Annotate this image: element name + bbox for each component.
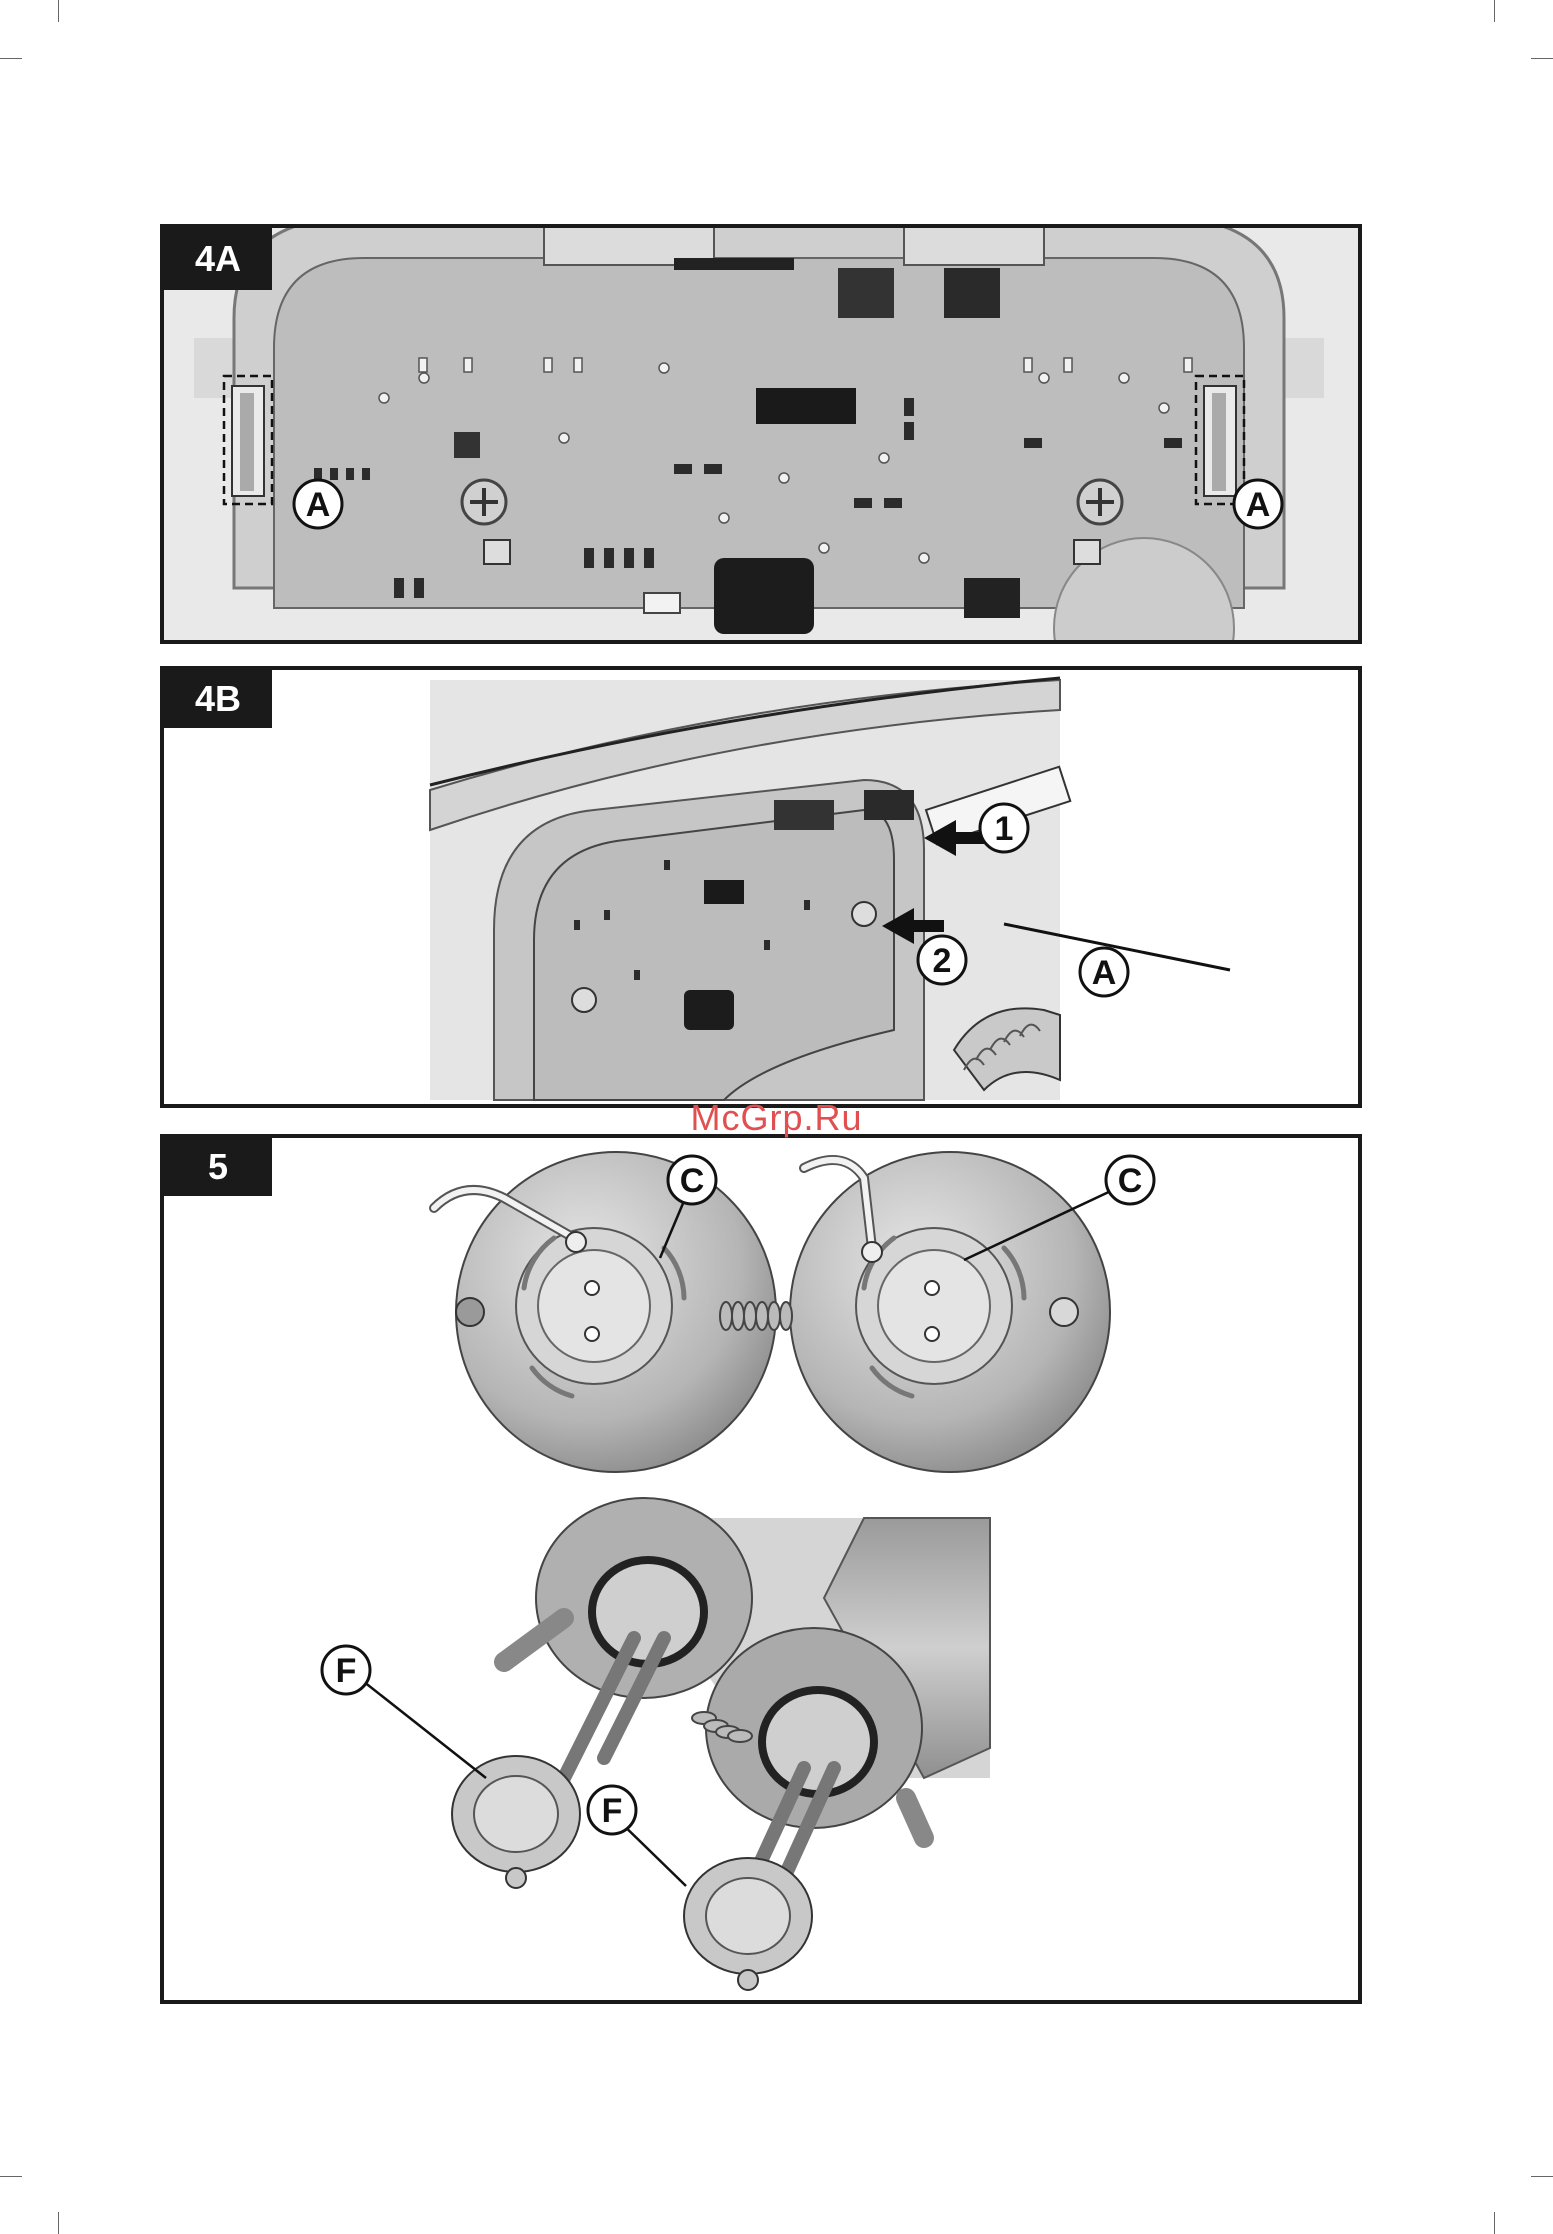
crop-mark [1494,2212,1495,2234]
callout-label: 2 [933,942,952,980]
crop-mark [1531,2176,1553,2177]
panel-tag: 5 [164,1138,272,1196]
callout-label: 1 [995,810,1014,848]
callout-label: A [1246,486,1271,524]
callout-label: F [336,1652,357,1690]
callout-label: A [306,486,331,524]
watermark: McGrp.Ru [0,1097,1553,1139]
callout-label: F [602,1792,623,1830]
panel-tag: 4A [164,228,272,290]
panel-5: 5 [160,1134,1362,2004]
callout-label: A [1092,954,1117,992]
callout-label: C [1118,1162,1143,1200]
crop-mark [0,58,22,59]
callout-label: C [680,1162,705,1200]
panel-tag: 4B [164,670,272,728]
crop-mark [0,2176,22,2177]
crop-mark [1494,0,1495,22]
crop-mark [58,2212,59,2234]
panel-4b: 4B 1 2 A [160,666,1362,1108]
circuit-board-illustration: A A [164,228,1358,640]
tank-heating-element-illustration: C C F F [164,1138,1358,2000]
panel-4a: 4A [160,224,1362,644]
board-removal-illustration: 1 2 A [164,670,1358,1104]
crop-mark [58,0,59,22]
crop-mark [1531,58,1553,59]
